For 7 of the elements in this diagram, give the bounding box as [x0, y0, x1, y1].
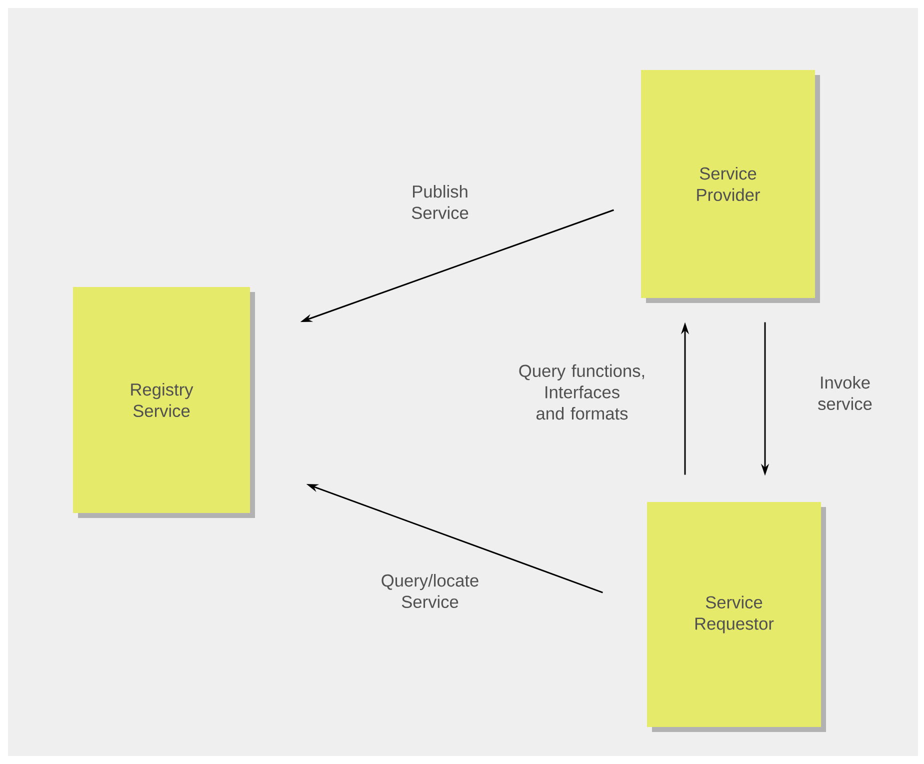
edge-label: Invoke service	[804, 374, 886, 412]
edge-label: Query functions, Interfaces and formats	[507, 362, 657, 422]
process-box: Registry Service	[72, 287, 255, 518]
process-box: Service Provider	[641, 70, 820, 303]
edge-label: Query/locate Service	[368, 572, 492, 610]
edge-label: Publish Service	[398, 184, 482, 220]
process-box: Service Requestor	[647, 502, 826, 732]
